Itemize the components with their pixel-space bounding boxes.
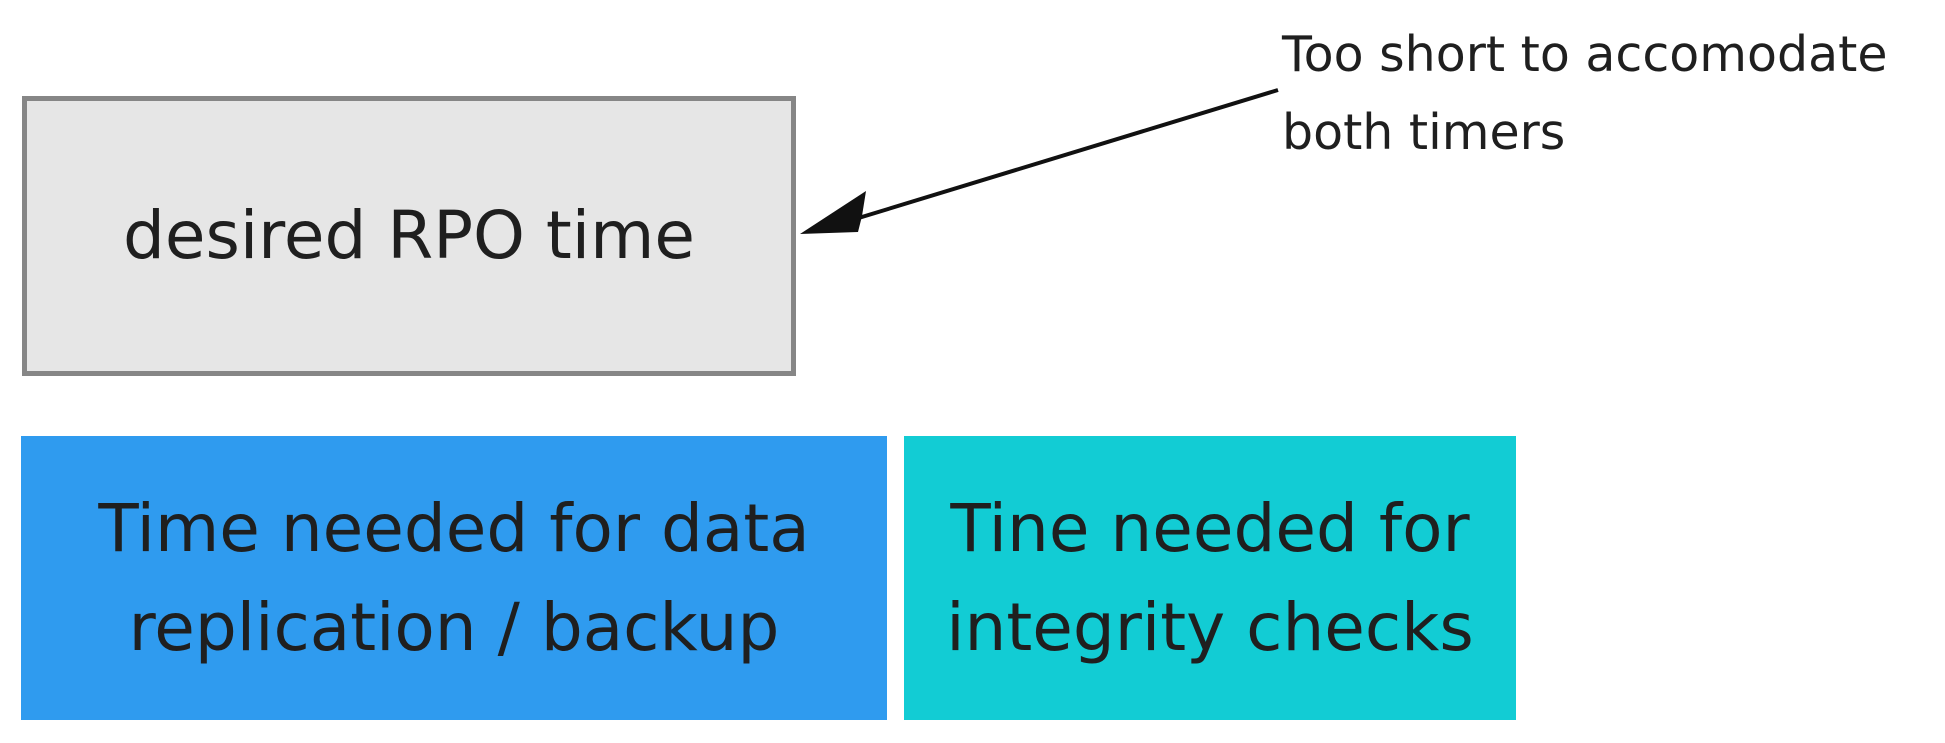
integrity-check-time-label: Tine needed for integrity checks <box>946 490 1474 666</box>
rpo-time-box: desired RPO time <box>22 96 796 376</box>
integrity-check-time-box: Tine needed for integrity checks <box>904 436 1516 720</box>
replication-time-box: Time needed for data replication / backu… <box>21 436 887 720</box>
annotation-arrow-head <box>800 191 866 234</box>
rpo-time-label: desired RPO time <box>122 197 696 275</box>
annotation-arrow-line <box>851 88 1279 222</box>
replication-time-label: Time needed for data replication / backu… <box>98 490 810 666</box>
annotation-text: Too short to accomodate both timers <box>1282 26 1888 162</box>
